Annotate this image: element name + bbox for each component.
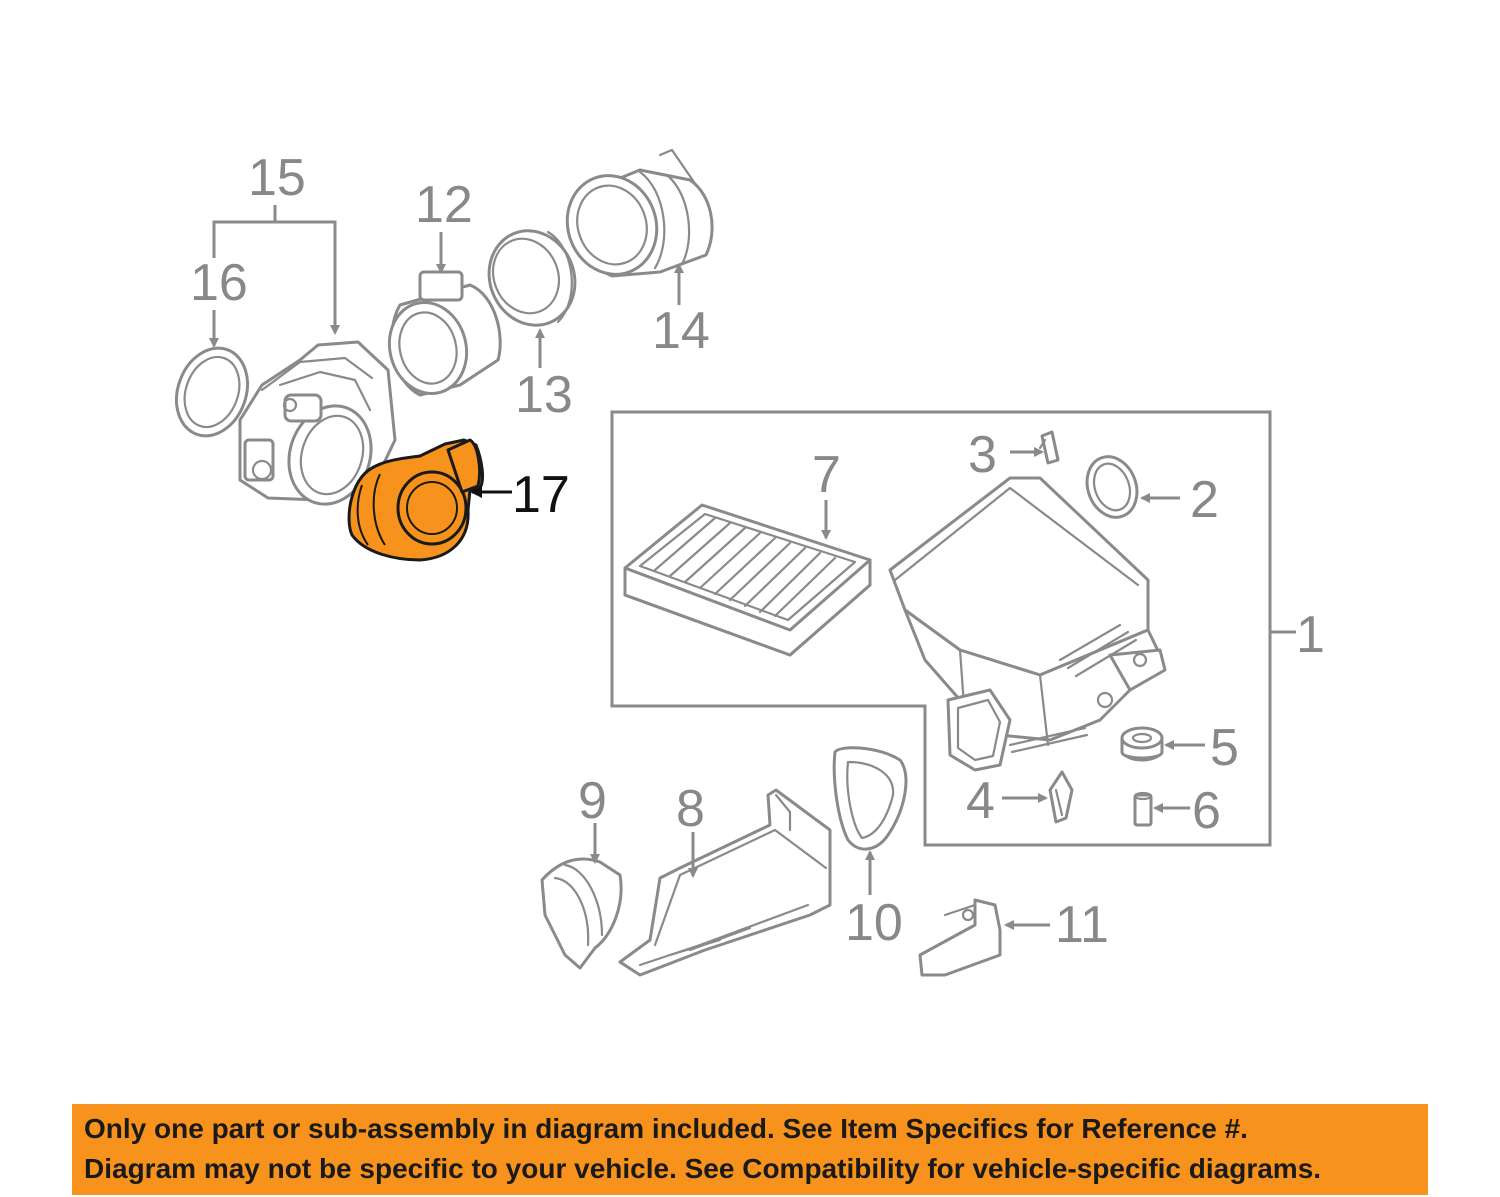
callout-7: 7 — [812, 446, 841, 504]
callout-1: 1 — [1296, 606, 1325, 664]
part-13-seal — [487, 229, 577, 327]
callout-4: 4 — [966, 772, 995, 830]
part-6-sleeve — [1133, 791, 1153, 827]
callout-14: 14 — [652, 302, 710, 360]
part-15-throttle-body — [238, 340, 397, 506]
part-1-air-cleaner-housing — [888, 476, 1167, 772]
callout-11: 11 — [1055, 896, 1109, 954]
part-5-grommet — [1120, 726, 1164, 762]
callout-2: 2 — [1190, 471, 1219, 529]
callout-15: 15 — [248, 149, 306, 207]
part-17-intake-elbow — [347, 438, 485, 562]
part-10-duct-inlet — [832, 746, 908, 851]
callout-13: 13 — [515, 366, 573, 424]
disclaimer-line-1: Only one part or sub-assembly in diagram… — [84, 1113, 1248, 1144]
callout-3: 3 — [968, 426, 997, 484]
assembly-bracket-box — [610, 410, 1272, 847]
callout-8: 8 — [676, 780, 705, 838]
part-2-o-ring — [1085, 455, 1139, 519]
callout-5: 5 — [1210, 719, 1239, 777]
callout-17[interactable]: 17 — [512, 466, 570, 524]
callout-16: 16 — [190, 254, 248, 312]
callout-6: 6 — [1192, 782, 1221, 840]
part-9-deflector — [540, 857, 623, 970]
part-14-intake-boot — [565, 148, 714, 278]
part-3-clip — [1038, 430, 1060, 465]
disclaimer-banner: Only one part or sub-assembly in diagram… — [72, 1104, 1428, 1195]
disclaimer-line-2: Diagram may not be specific to your vehi… — [84, 1153, 1322, 1184]
part-8-air-duct — [618, 788, 832, 977]
part-16-gasket — [175, 346, 249, 438]
part-11-bracket — [918, 898, 1002, 977]
callout-9: 9 — [578, 772, 607, 830]
callout-12: 12 — [415, 176, 473, 234]
part-12-maf-sensor — [387, 270, 502, 397]
part-4-clamp — [1048, 770, 1074, 824]
callout-10: 10 — [845, 894, 903, 952]
part-7-air-filter — [623, 503, 872, 657]
